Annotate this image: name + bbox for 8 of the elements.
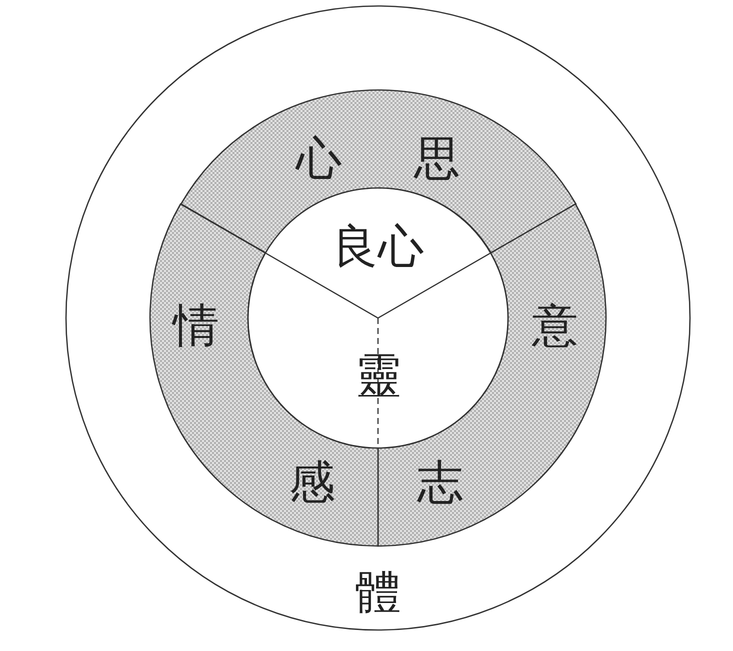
character-label: 體 (355, 569, 401, 615)
character-label: 心思 (296, 135, 532, 181)
character-label: 感 (289, 459, 335, 505)
character-label: 情 (173, 302, 219, 348)
character-label: 意 (532, 302, 578, 348)
character-label: 志 (417, 459, 463, 505)
character-label: 靈 (355, 352, 401, 398)
character-label: 良心 (332, 223, 424, 269)
